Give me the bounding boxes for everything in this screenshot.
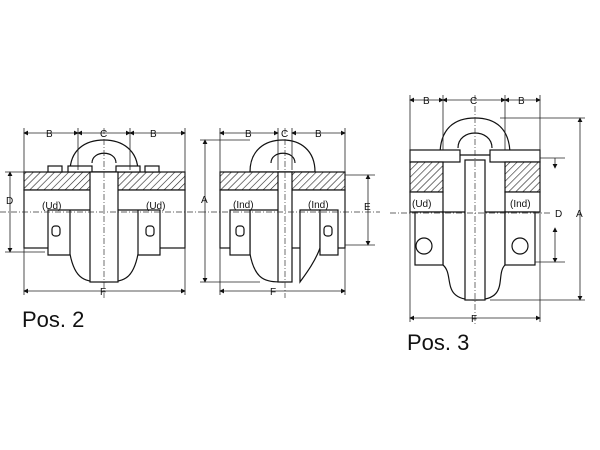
dim-label-d: D: [555, 209, 562, 220]
dim-label-a: A: [201, 195, 208, 206]
dim-label-c: C: [470, 96, 477, 107]
dim-label-b: B: [423, 96, 430, 107]
dim-label-c: C: [281, 129, 288, 140]
pos3-view: B C B (Ud) (Ind) D A F: [390, 95, 585, 325]
label-ud: (Ud): [412, 199, 431, 210]
dim-label-f: F: [100, 287, 106, 298]
label-ind: (Ind): [233, 200, 254, 211]
pos2-left-view: B C B D (Ud) (Ud) F: [0, 128, 200, 298]
label-ud: (Ud): [42, 201, 61, 212]
label-ind: (Ind): [510, 199, 531, 210]
pos2-title: Pos. 2: [22, 307, 84, 332]
dim-label-d: D: [6, 196, 13, 207]
dim-label-b: B: [518, 96, 525, 107]
dim-label-b: B: [245, 129, 252, 140]
dim-label-b: B: [315, 129, 322, 140]
pos3-title: Pos. 3: [407, 330, 469, 355]
label-ud: (Ud): [146, 201, 165, 212]
dim-label-c: C: [100, 129, 107, 140]
dim-label-f: F: [471, 314, 477, 325]
pos2-right-view: B C B A (Ind) (Ind) E F: [200, 128, 380, 298]
dim-label-e: E: [364, 202, 371, 213]
dim-label-b: B: [150, 129, 157, 140]
label-ind: (Ind): [308, 200, 329, 211]
dim-label-a: A: [576, 209, 583, 220]
dim-label-b: B: [46, 129, 53, 140]
dim-label-f: F: [270, 287, 276, 298]
